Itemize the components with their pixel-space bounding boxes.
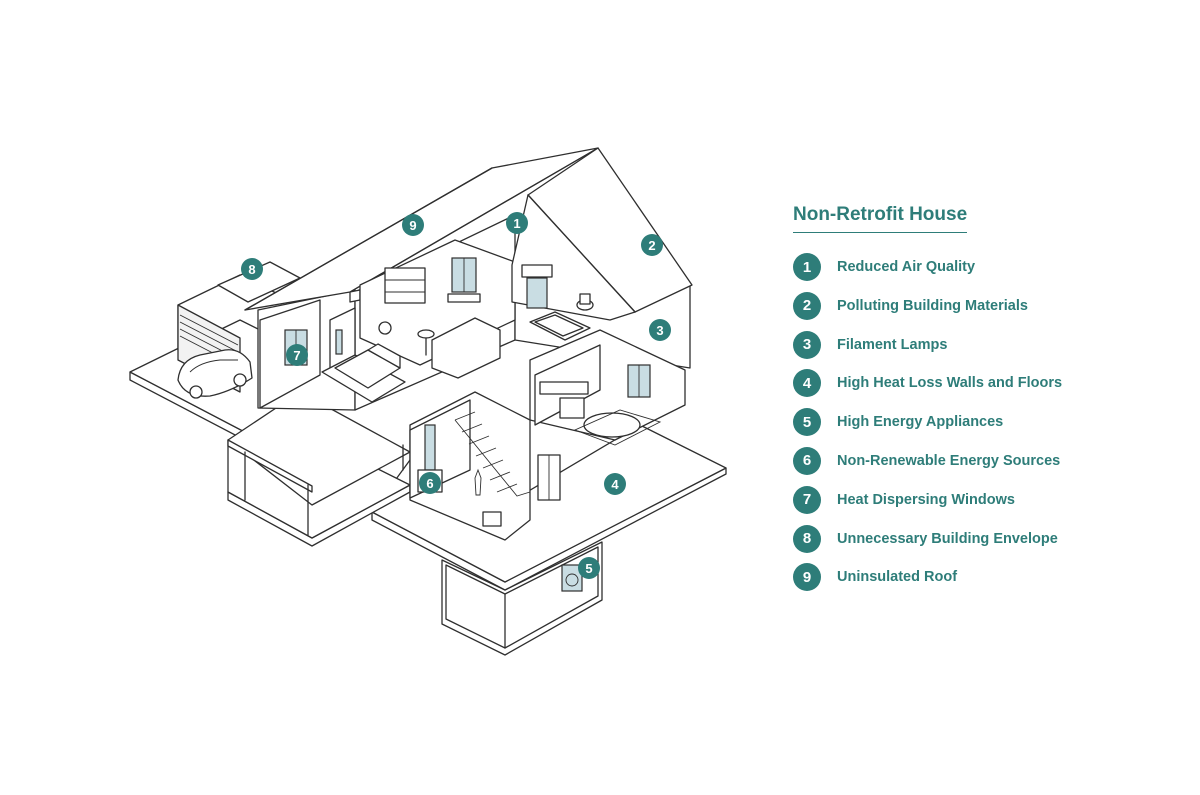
car xyxy=(177,349,253,399)
legend-number-badge: 8 xyxy=(793,524,821,553)
legend-number-badge: 7 xyxy=(793,485,821,514)
svg-text:9: 9 xyxy=(409,218,416,233)
legend-number-badge: 2 xyxy=(793,291,821,320)
legend-label: Non-Renewable Energy Sources xyxy=(837,452,1061,469)
svg-text:5: 5 xyxy=(585,561,592,576)
legend-label: High Heat Loss Walls and Floors xyxy=(837,375,1063,392)
legend-number-badge: 5 xyxy=(793,408,821,437)
marker-6: 6 xyxy=(419,472,441,494)
svg-text:8: 8 xyxy=(248,262,255,277)
legend-number-badge: 3 xyxy=(793,330,821,359)
legend-label: Filament Lamps xyxy=(837,336,948,353)
legend-number-badge: 4 xyxy=(793,369,821,398)
legend-label: Unnecessary Building Envelope xyxy=(837,530,1058,547)
marker-8: 8 xyxy=(241,258,263,280)
kitchen-dining xyxy=(529,329,686,446)
marker-7: 7 xyxy=(286,344,308,366)
upper-interior xyxy=(329,194,636,379)
legend-label: Polluting Building Materials xyxy=(837,297,1028,314)
marker-4: 4 xyxy=(604,473,626,495)
svg-text:6: 6 xyxy=(426,476,433,491)
legend-number-badge: 1 xyxy=(793,253,821,281)
legend-item: 6 Non-Renewable Energy Sources xyxy=(793,446,1093,475)
legend-number-badge: 9 xyxy=(793,563,821,592)
legend-item: 1 Reduced Air Quality xyxy=(793,253,1093,281)
legend-item: 8 Unnecessary Building Envelope xyxy=(793,524,1093,553)
marker-2: 2 xyxy=(641,234,663,256)
marker-9: 9 xyxy=(402,214,424,236)
legend-item: 9 Uninsulated Roof xyxy=(793,563,1093,592)
marker-1: 1 xyxy=(506,212,528,234)
legend-item: 2 Polluting Building Materials xyxy=(793,291,1093,320)
legend-title: Non-Retrofit House xyxy=(793,204,968,233)
legend-item: 3 Filament Lamps xyxy=(793,330,1093,359)
marker-3: 3 xyxy=(649,319,671,341)
porch xyxy=(227,391,411,547)
svg-text:4: 4 xyxy=(611,477,619,492)
svg-text:7: 7 xyxy=(293,348,300,363)
marker-5: 5 xyxy=(578,557,600,579)
legend-item: 7 Heat Dispersing Windows xyxy=(793,485,1093,514)
svg-text:2: 2 xyxy=(648,238,655,253)
legend-label: Uninsulated Roof xyxy=(837,569,958,586)
legend: Non-Retrofit House 1 Reduced Air Quality… xyxy=(793,204,1093,602)
svg-text:3: 3 xyxy=(656,323,663,338)
legend-item: 4 High Heat Loss Walls and Floors xyxy=(793,369,1093,398)
svg-text:1: 1 xyxy=(513,216,520,231)
legend-item: 5 High Energy Appliances xyxy=(793,408,1093,437)
legend-number-badge: 6 xyxy=(793,446,821,475)
legend-label: Reduced Air Quality xyxy=(837,259,976,275)
stairwell xyxy=(409,391,561,541)
washing-machine xyxy=(561,564,583,592)
legend-label: High Energy Appliances xyxy=(837,414,1004,431)
legend-label: Heat Dispersing Windows xyxy=(837,491,1015,508)
